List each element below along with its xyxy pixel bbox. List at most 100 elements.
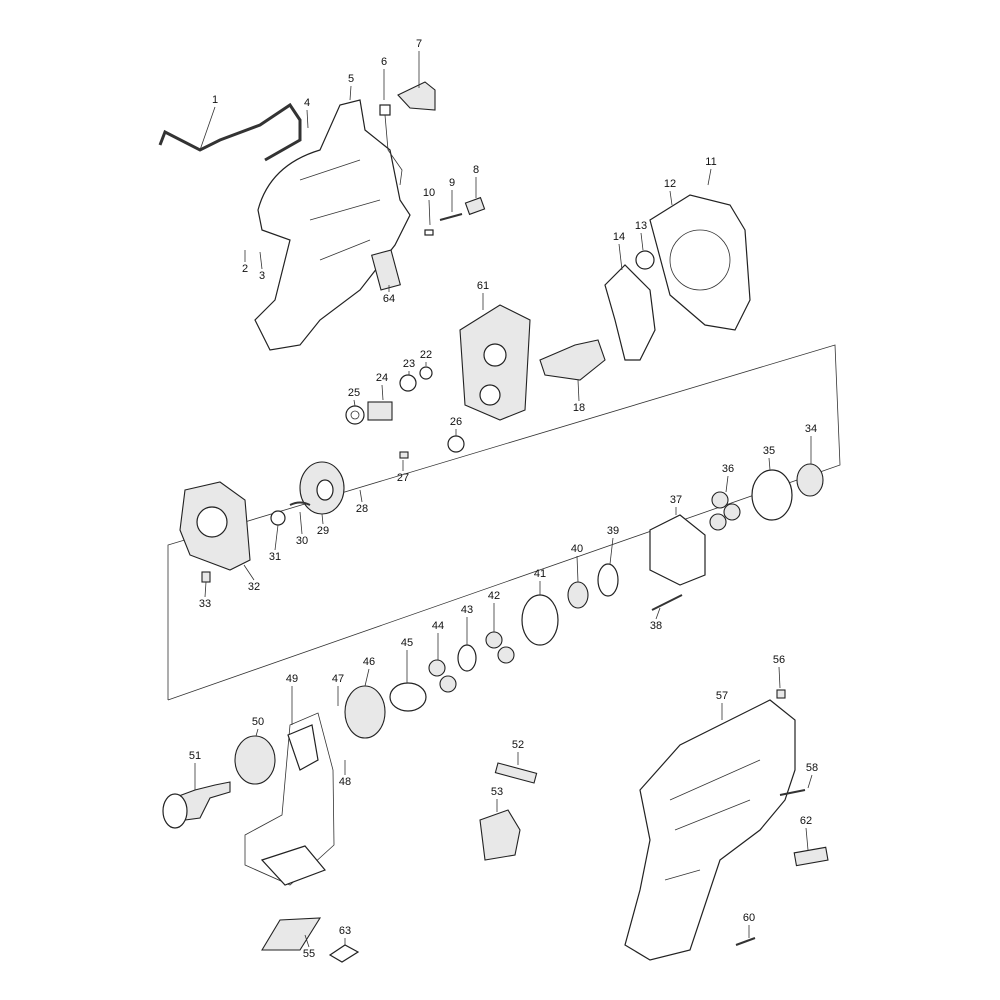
part-label-58: 58	[805, 762, 819, 774]
part-label-64: 64	[382, 293, 396, 305]
leader-line-56	[778, 666, 781, 689]
part-label-30: 30	[295, 535, 309, 547]
leader-line-10	[428, 199, 431, 226]
leader-line-36	[725, 475, 729, 493]
part-label-12: 12	[663, 178, 677, 190]
part-label-27: 27	[396, 472, 410, 484]
leader-line-38	[655, 607, 661, 620]
part-label-43: 43	[460, 604, 474, 616]
part-label-61: 61	[476, 280, 490, 292]
leader-line-12	[669, 190, 673, 206]
gasket	[604, 264, 656, 361]
connector	[379, 104, 391, 116]
leader-line-14	[618, 243, 623, 271]
part-label-24: 24	[375, 372, 389, 384]
part-label-35: 35	[762, 445, 776, 457]
part-label-36: 36	[721, 463, 735, 475]
leader-line-40	[576, 555, 579, 583]
part-label-46: 46	[362, 656, 376, 668]
part-label-42: 42	[487, 590, 501, 602]
part-label-11: 11	[705, 156, 717, 168]
part-label-9: 9	[448, 177, 456, 189]
part-label-2: 2	[241, 263, 249, 275]
part-label-51: 51	[188, 750, 202, 762]
leader-line-11	[707, 168, 712, 186]
leader-line-35	[768, 457, 771, 471]
part-label-40: 40	[570, 543, 584, 555]
leader-line-24	[381, 384, 384, 401]
part-label-53: 53	[490, 786, 504, 798]
part-label-60: 60	[742, 912, 756, 924]
part-label-62: 62	[799, 815, 813, 827]
part-label-34: 34	[804, 423, 818, 435]
part-label-26: 26	[449, 416, 463, 428]
part-label-55: 55	[302, 948, 316, 960]
part-label-18: 18	[572, 402, 586, 414]
leader-line-5	[349, 85, 352, 101]
part-label-1: 1	[211, 94, 219, 106]
leader-line-55	[304, 934, 310, 948]
left-housing	[254, 99, 411, 351]
leader-line-31	[274, 524, 279, 551]
part-label-63: 63	[338, 925, 352, 937]
leader-line-29	[321, 513, 324, 525]
leader-line-18	[577, 379, 580, 402]
stator	[234, 735, 276, 785]
leader-line-25	[353, 399, 356, 407]
leader-line-4	[306, 109, 309, 129]
cord	[158, 102, 302, 162]
part-label-39: 39	[606, 525, 620, 537]
part-label-32: 32	[247, 581, 261, 593]
label-sticker	[371, 249, 401, 291]
leader-line-28	[359, 489, 363, 503]
gear-cover	[649, 194, 751, 331]
part-label-3: 3	[258, 270, 266, 282]
part-label-4: 4	[303, 97, 311, 109]
right-housing	[624, 699, 796, 961]
leader-line-62	[805, 827, 809, 851]
part-label-10: 10	[422, 187, 436, 199]
leader-line-13	[640, 232, 644, 251]
leader-line-46	[364, 668, 370, 687]
part-label-22: 22	[419, 349, 433, 361]
gear-case	[649, 514, 706, 586]
part-label-57: 57	[715, 690, 729, 702]
part-label-49: 49	[285, 673, 299, 685]
part-label-38: 38	[649, 620, 663, 632]
baffle	[344, 685, 386, 739]
part-label-31: 31	[268, 551, 282, 563]
part-label-52: 52	[511, 739, 525, 751]
part-label-37: 37	[669, 494, 683, 506]
part-label-25: 25	[347, 387, 361, 399]
leader-line-1	[199, 106, 216, 151]
part-label-47: 47	[331, 673, 345, 685]
leader-line-39	[609, 537, 614, 565]
spindle	[539, 339, 606, 381]
switch	[479, 809, 521, 861]
assembly-group-outline	[167, 344, 841, 701]
part-label-5: 5	[347, 73, 355, 85]
part-label-44: 44	[431, 620, 445, 632]
part-label-29: 29	[316, 525, 330, 537]
leader-line-58	[807, 774, 813, 789]
part-label-50: 50	[251, 716, 265, 728]
part-label-7: 7	[415, 38, 423, 50]
part-label-23: 23	[402, 358, 416, 370]
part-label-28: 28	[355, 503, 369, 515]
part-label-6: 6	[380, 56, 388, 68]
part-label-13: 13	[634, 220, 648, 232]
part-label-48: 48	[338, 776, 352, 788]
part-label-14: 14	[612, 231, 626, 243]
part-label-45: 45	[400, 637, 414, 649]
part-label-8: 8	[472, 164, 480, 176]
leader-line-30	[299, 511, 303, 535]
part-label-41: 41	[533, 568, 547, 580]
leader-line-50	[255, 728, 259, 737]
leader-line-32	[243, 564, 255, 581]
part-label-56: 56	[772, 654, 786, 666]
part-label-33: 33	[198, 598, 212, 610]
leader-line-3	[259, 251, 263, 270]
switch-plate	[397, 81, 436, 111]
